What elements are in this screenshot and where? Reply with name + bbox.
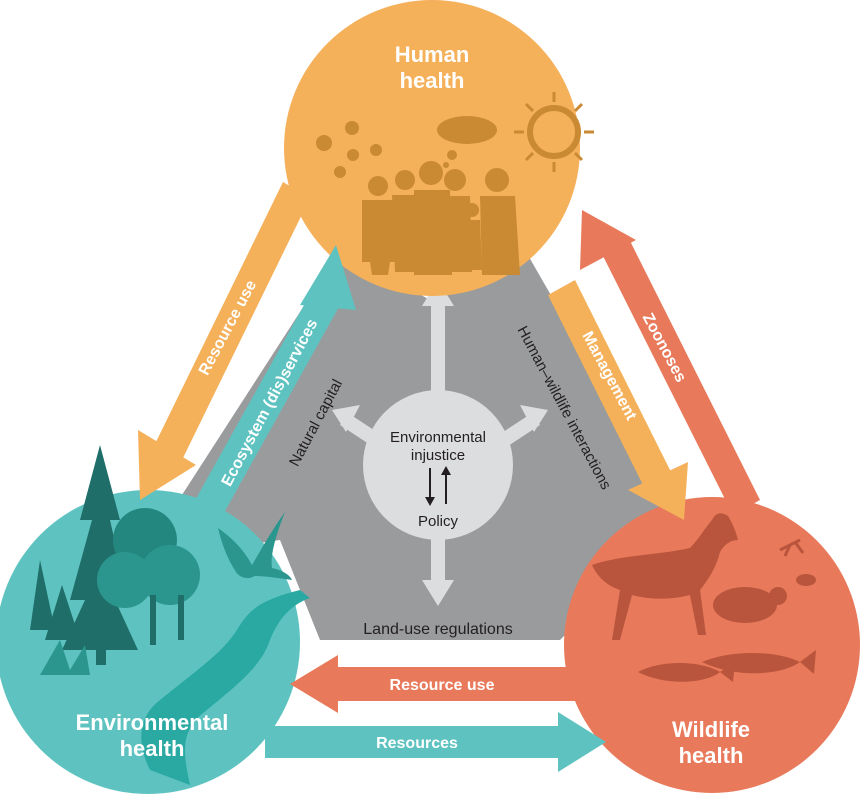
label-land-use-regulations: Land-use regulations [363, 621, 512, 638]
arrow-management [548, 280, 688, 520]
environmental-health-title-line1: Environmental [76, 710, 229, 735]
wildlife-health-title-line1: Wildlife [672, 717, 750, 742]
center-swap-arrows [425, 466, 451, 506]
river [141, 590, 310, 785]
center-label-line2: injustice [411, 447, 465, 464]
wildlife-health-title-line2: health [679, 743, 744, 768]
forest-icon [30, 445, 200, 675]
arrow-label-resource-use-bottom: Resource use [390, 677, 495, 694]
center-label-policy: Policy [418, 513, 459, 530]
sun-icon [514, 92, 594, 172]
human-icons [362, 161, 520, 275]
human-health-title-line2: health [400, 68, 465, 93]
arrow-ecosystem-services [193, 245, 356, 520]
center-label-line1: Environmental [390, 429, 486, 446]
arrow-zoonoses [580, 210, 760, 515]
eagle-icon [218, 512, 292, 580]
arrow-resources [265, 712, 606, 772]
environmental-health-title-line2: health [120, 736, 185, 761]
arrow-label-resources: Resources [376, 735, 458, 752]
arrow-resource-use-left [138, 182, 310, 500]
center-circle [363, 390, 513, 540]
environmental-health-circle [0, 490, 300, 794]
arrow-resource-use-bottom [290, 655, 600, 713]
thought-cloud-icon [437, 116, 497, 168]
virus-icons [316, 121, 382, 178]
human-health-title-line1: Human [395, 42, 470, 67]
wildlife-icons [592, 513, 816, 682]
